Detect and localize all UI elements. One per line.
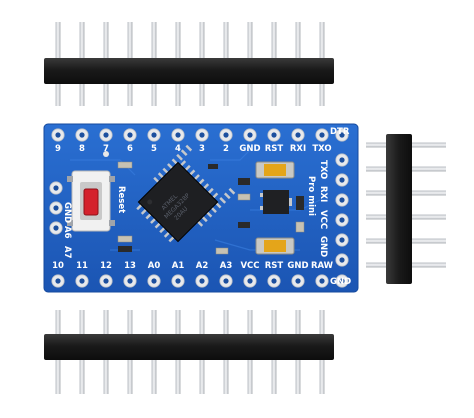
header-pin xyxy=(223,84,229,106)
header-pin xyxy=(271,310,277,334)
header-pin xyxy=(223,22,229,58)
header-pin xyxy=(127,84,133,106)
header-pin xyxy=(295,22,301,58)
smd-components xyxy=(103,151,305,255)
header-plastic xyxy=(386,134,412,284)
bottom-pad-row xyxy=(51,274,349,288)
right-pad-column xyxy=(335,153,349,267)
header-pin xyxy=(412,238,446,244)
header-pin xyxy=(55,360,61,394)
header-pin xyxy=(103,360,109,394)
header-pin xyxy=(247,22,253,58)
header-pin xyxy=(319,22,325,58)
header-pin xyxy=(175,360,181,394)
header-pin xyxy=(175,22,181,58)
header-pin xyxy=(223,360,229,394)
header-pin xyxy=(151,22,157,58)
header-pin xyxy=(412,262,446,268)
header-pin xyxy=(79,84,85,106)
header-pin xyxy=(79,22,85,58)
microcontroller-chip: ATMEL MEGA328P 20AU xyxy=(136,144,236,243)
header-pin xyxy=(151,84,157,106)
header-pin xyxy=(366,166,386,172)
voltage-regulator xyxy=(260,190,292,214)
header-pin xyxy=(223,310,229,334)
capacitor-yellow xyxy=(255,237,295,255)
header-pin xyxy=(103,310,109,334)
header-pin xyxy=(366,262,386,268)
header-pin xyxy=(412,142,446,148)
header-pin xyxy=(271,84,277,106)
header-pin xyxy=(412,190,446,196)
header-pin xyxy=(319,310,325,334)
header-pin xyxy=(271,22,277,58)
header-pin xyxy=(127,310,133,334)
header-pin xyxy=(55,22,61,58)
header-pin xyxy=(366,142,386,148)
header-plastic xyxy=(44,334,334,360)
header-pin xyxy=(175,310,181,334)
header-pin xyxy=(199,360,205,394)
left-pad-column xyxy=(49,181,63,235)
header-pin xyxy=(295,360,301,394)
header-plastic xyxy=(44,58,334,84)
pcb-board: ATMEL MEGA328P 20AU xyxy=(43,123,359,293)
header-pin xyxy=(55,310,61,334)
header-pin xyxy=(127,22,133,58)
crystal-resonator xyxy=(255,161,295,179)
header-pin xyxy=(319,360,325,394)
header-pin xyxy=(79,310,85,334)
header-pin xyxy=(103,84,109,106)
header-pin xyxy=(366,214,386,220)
top-pin-header xyxy=(44,22,334,106)
header-pin xyxy=(295,310,301,334)
header-pin xyxy=(319,84,325,106)
header-pin xyxy=(199,84,205,106)
header-pin xyxy=(199,310,205,334)
header-pin xyxy=(199,22,205,58)
header-pin xyxy=(412,214,446,220)
header-pin xyxy=(247,310,253,334)
header-pin xyxy=(366,238,386,244)
header-pin xyxy=(55,84,61,106)
header-pin xyxy=(151,310,157,334)
side-pin-header xyxy=(366,134,446,284)
bottom-pin-header xyxy=(44,310,334,394)
header-pin xyxy=(79,360,85,394)
header-pin xyxy=(271,360,277,394)
reset-button xyxy=(67,170,115,232)
header-pin xyxy=(247,360,253,394)
header-pin xyxy=(366,190,386,196)
header-pin xyxy=(103,22,109,58)
top-pad-row xyxy=(51,128,349,142)
header-pin xyxy=(247,84,253,106)
header-pin xyxy=(151,360,157,394)
header-pin xyxy=(127,360,133,394)
header-pin xyxy=(175,84,181,106)
header-pin xyxy=(295,84,301,106)
header-pin xyxy=(412,166,446,172)
